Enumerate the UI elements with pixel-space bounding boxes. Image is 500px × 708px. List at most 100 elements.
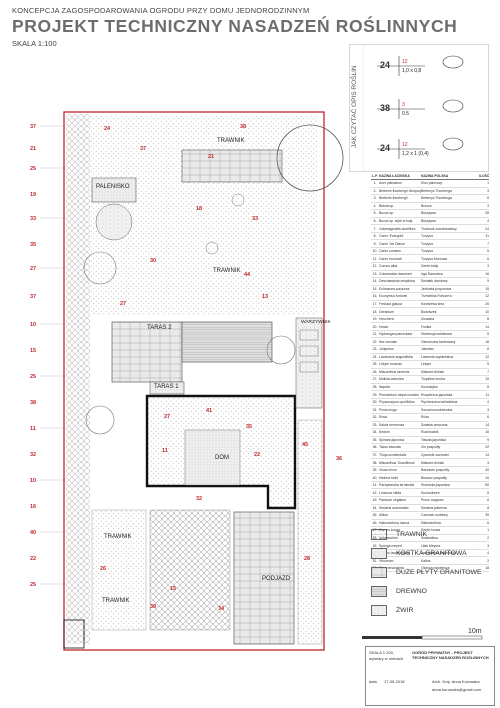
svg-text:45: 45 — [302, 442, 308, 448]
surface-legend-label: KOSTKA GRANITOWA — [396, 549, 467, 557]
title-block-project: OGRÓD PRYWATNY - PROJEKT TECHNICZNY NASA… — [412, 650, 489, 660]
terrace-wood — [181, 321, 273, 363]
svg-text:19: 19 — [30, 192, 36, 198]
area-label-house: DOM — [215, 455, 229, 461]
svg-text:38: 38 — [240, 124, 246, 130]
terrace-1 — [149, 381, 185, 395]
svg-text:22: 22 — [254, 452, 260, 458]
svg-text:27: 27 — [30, 266, 36, 272]
detail-callout-circle — [276, 124, 344, 192]
svg-text:32: 32 — [196, 496, 202, 502]
svg-text:18: 18 — [196, 206, 202, 212]
left-hedge-strip — [66, 114, 90, 644]
svg-text:37: 37 — [30, 124, 36, 130]
example-3-size: 1,2 x 1 (0,4) — [402, 151, 429, 157]
example-3-id: 24 — [380, 143, 391, 153]
svg-text:38: 38 — [30, 400, 36, 406]
surface-legend-label: DREWNO — [396, 587, 427, 595]
title-block-date: 17-09-2018 — [384, 679, 405, 684]
surface-legend-item: DUŻE PŁYTY GRANITOWE — [371, 565, 481, 579]
svg-text:24: 24 — [104, 126, 111, 132]
title-block-scale: SKALA 1:100, — [369, 650, 394, 655]
title-block-date-label: data — [369, 679, 377, 684]
how-to-read-caption: JAK CZYTAĆ OPIS ROŚLIN — [351, 65, 358, 149]
title-block-author: Arch. Kraj. Anna Kurowska — [432, 679, 480, 684]
svg-text:40: 40 — [30, 530, 36, 536]
svg-text:25: 25 — [30, 166, 36, 172]
surface-legend-item: ŻWIR — [371, 603, 413, 617]
svg-text:39: 39 — [150, 604, 156, 610]
svg-text:33: 33 — [252, 216, 258, 222]
svg-text:10: 10 — [30, 478, 36, 484]
area-label-lawn-bottom: TRAWNIK — [102, 598, 130, 604]
example-2-count: 3 — [402, 102, 405, 108]
example-2-size: 0.5 — [402, 111, 409, 117]
svg-text:35: 35 — [30, 242, 36, 248]
svg-text:16: 16 — [30, 504, 36, 510]
surface-legend-item: DREWNO — [371, 584, 427, 598]
svg-text:11: 11 — [30, 426, 36, 432]
title-block-contact: anna.kurowska@gmail.com — [432, 687, 482, 692]
svg-text:25: 25 — [30, 374, 36, 380]
svg-text:11: 11 — [162, 448, 168, 454]
area-label-terrace-2: TARAS 2 — [147, 325, 172, 331]
area-label-terrace-1: TARAS 1 — [154, 384, 179, 390]
fire-pit-circle — [95, 203, 133, 241]
path-slabs-top — [181, 149, 283, 183]
title-block: SKALA 1:100, wymiary w metrach OGRÓD PRY… — [365, 646, 495, 706]
surface-legend-item: TRAWNIK — [371, 527, 427, 541]
how-to-read-panel — [349, 44, 489, 172]
svg-text:26: 26 — [100, 566, 106, 572]
surface-legend-label: ŻWIR — [396, 606, 414, 614]
plant-table: L.P. NAZWA ŁACIŃSKA NAZWA POLSKA ILOŚĆ 1… — [371, 172, 489, 573]
example-1-size: 1,0 x 0,8 — [402, 68, 422, 74]
svg-text:44: 44 — [244, 272, 251, 278]
area-label-lawn-center: TRAWNIK — [213, 268, 241, 274]
surface-legend-label: DUŻE PŁYTY GRANITOWE — [396, 568, 482, 576]
svg-text:10: 10 — [30, 322, 36, 328]
lawn-area-lower-left — [91, 509, 147, 631]
fire-pit-area — [91, 177, 137, 203]
area-label-vegetable-garden: WARZYWNIK — [301, 320, 331, 325]
project-subtitle: KONCEPCJA ZAGOSPODAROWANIA OGRODU PRZY D… — [12, 6, 310, 15]
example-1-id: 24 — [380, 60, 391, 70]
project-title: PROJEKT TECHNICZNY NASADZEŃ ROŚLINNYCH — [12, 16, 458, 36]
example-3-count: 12 — [402, 142, 408, 148]
example-1-count: 12 — [402, 59, 408, 65]
plant-table-row: 38.Miscanthus 'Gracillimus'Miskant chińs… — [371, 459, 489, 467]
svg-text:28: 28 — [304, 556, 310, 562]
